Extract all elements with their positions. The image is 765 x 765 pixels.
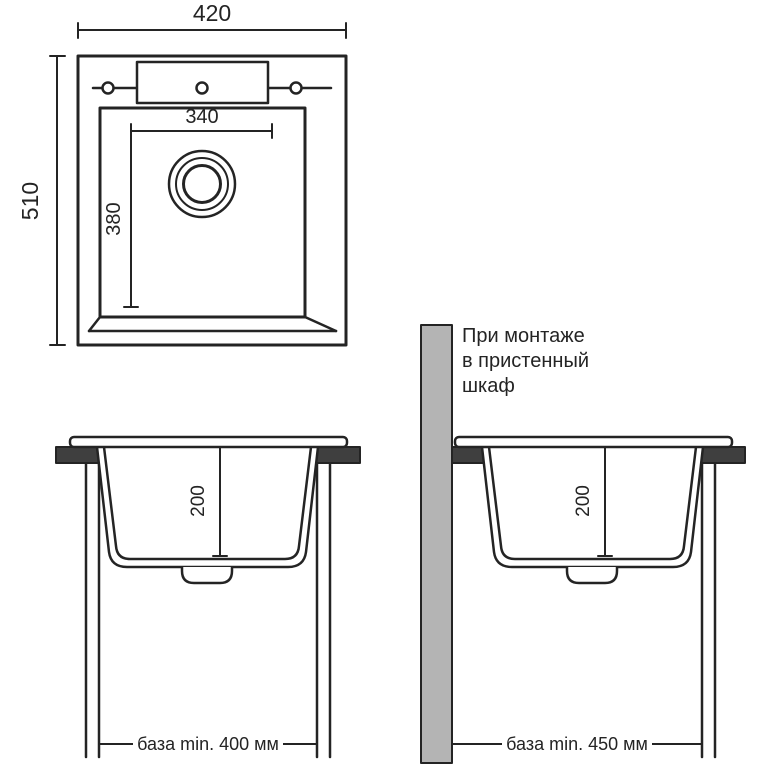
faucet-hole-center [195,81,209,95]
mounting-note-line2: в пристенный [462,350,589,372]
base-min-label: база min. 400 мм [137,734,279,754]
base-label-backing [133,732,283,756]
dim-bowl-depth-label: 380 [103,202,125,235]
bowl-section-inner-wall [487,445,698,561]
dim-depth-label: 200 [573,485,594,517]
dim-overall-width-label: 420 [193,0,231,26]
dim-overall-depth-label: 510 [17,182,43,220]
front-ledge-corner-left [87,315,102,333]
drain-fitting [180,567,234,585]
countertop-right [696,446,746,464]
drain-fitting [565,567,619,585]
mounting-note-line3: шкаф [462,375,515,397]
faucet-hole-right [289,81,303,95]
drain-outer-ring [167,149,237,219]
dim-depth-label: 200 [188,485,209,517]
cross-section-wall-cabinet: При монтаже в пристенный шкаф 200 база m… [420,324,746,764]
front-ledge-corner-right [303,315,338,333]
bowl-section-fill [97,447,318,567]
dim-bowl-width-label: 340 [185,106,218,128]
sink-rim [453,435,734,449]
bowl-section-fill [482,447,703,567]
drain-inner-ring [182,164,222,204]
top-view: 420 510 340 380 [17,0,348,347]
wall-panel [420,324,453,764]
bowl-section-inner-wall [102,445,313,561]
faucet-hole-left [101,81,115,95]
sink-rim [68,435,349,449]
base-min-label: база min. 450 мм [506,734,648,754]
mounting-note-line1: При монтаже [462,325,585,347]
base-label-backing [502,732,652,756]
bowl-outline [98,106,307,319]
countertop-right [311,446,361,464]
drain-middle-ring [175,157,229,211]
cross-section-standard: 200 база min. 400 мм [55,435,361,759]
